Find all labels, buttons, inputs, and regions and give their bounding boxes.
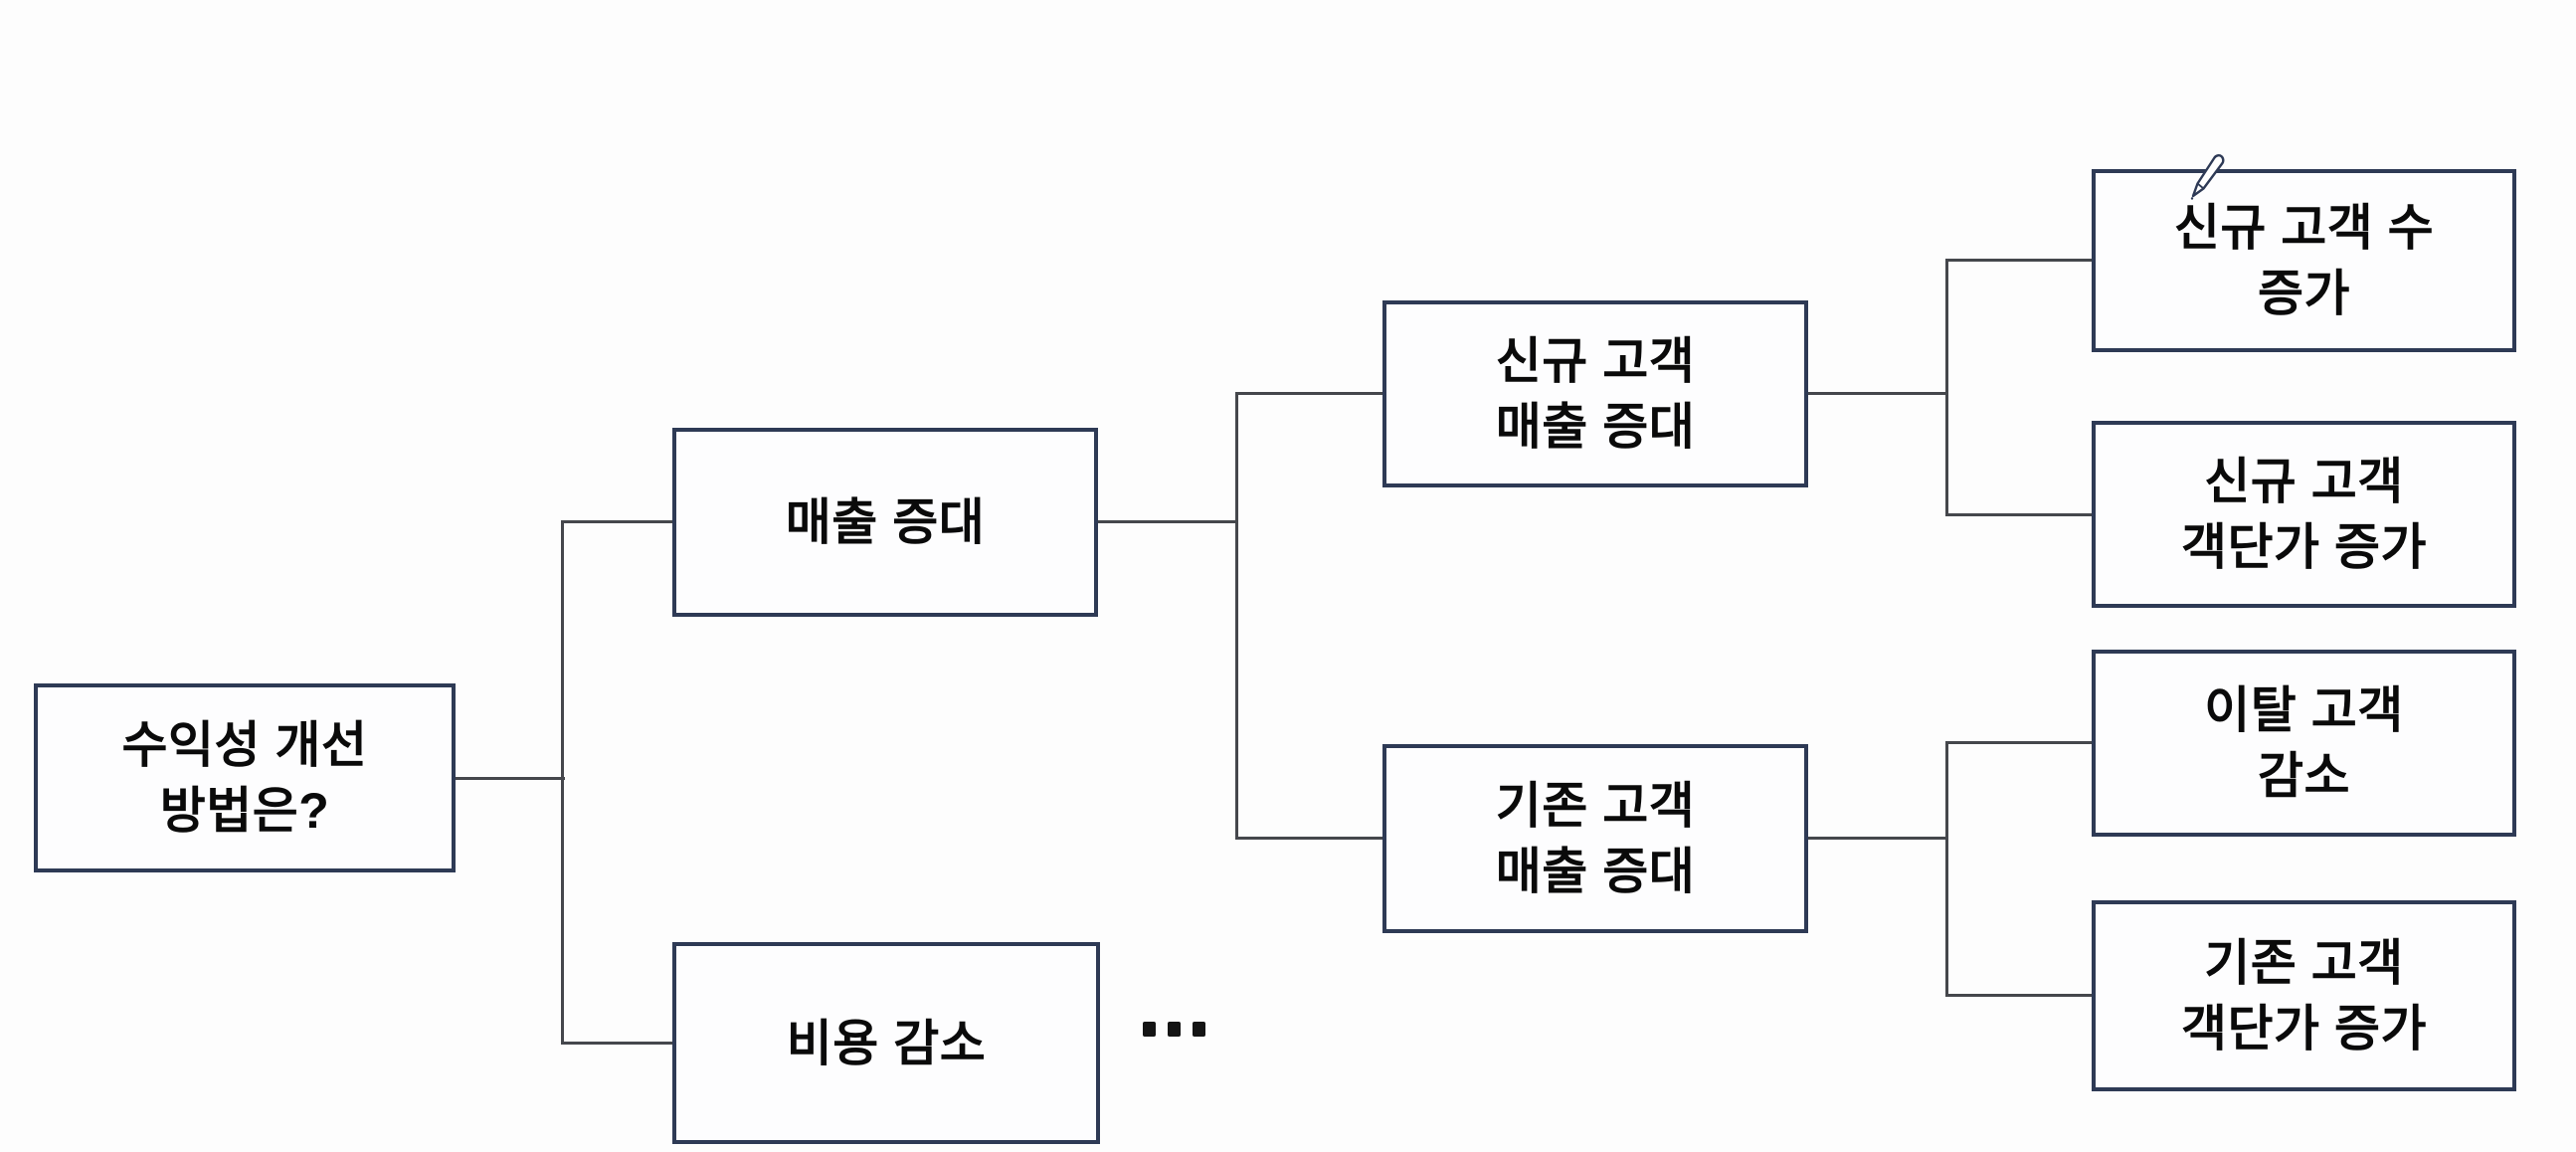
connector-root-to-revenue (561, 520, 674, 523)
node-existing-customer-revenue[interactable]: 기존 고객 매출 증대 (1382, 744, 1808, 933)
pencil-cursor-icon (2190, 154, 2225, 200)
node-label: 수익성 개선 방법은? (121, 717, 368, 839)
node-label: 이탈 고객 감소 (2204, 682, 2404, 804)
connector-to-churn-reduction (1945, 741, 2094, 744)
connector-to-new-cust-count (1945, 259, 2094, 262)
connector-to-exist-cust-spend (1945, 994, 2094, 997)
node-new-customer-revenue[interactable]: 신규 고객 매출 증대 (1382, 300, 1808, 487)
node-label: 신규 고객 매출 증대 (1495, 333, 1696, 455)
connector-to-new-cust-spend (1945, 513, 2094, 516)
connector-new-cust-stub (1808, 392, 1947, 395)
connector-exist-cust-stub (1808, 837, 1947, 840)
node-label: 기존 고객 매출 증대 (1495, 778, 1696, 899)
connector-root-to-cost (561, 1042, 674, 1045)
node-existing-customer-spend-increase[interactable]: 기존 고객 객단가 증가 (2092, 900, 2516, 1091)
node-label: 기존 고객 객단가 증가 (2181, 935, 2427, 1056)
node-label: 매출 증대 (785, 494, 986, 550)
ellipsis-more-indicator (1143, 1022, 1205, 1037)
connector-revenue-to-new-customer (1235, 392, 1384, 395)
node-cost-reduction[interactable]: 비용 감소 (672, 942, 1100, 1144)
node-new-customer-count-increase[interactable]: 신규 고객 수 증가 (2092, 169, 2516, 352)
node-churned-customer-reduction[interactable]: 이탈 고객 감소 (2092, 650, 2516, 837)
node-label: 신규 고객 객단가 증가 (2181, 454, 2427, 575)
node-root-question[interactable]: 수익성 개선 방법은? (34, 683, 456, 872)
node-label: 신규 고객 수 증가 (2173, 200, 2435, 321)
connector-exist-cust-bracket (1945, 741, 1948, 997)
connector-revenue-bracket (1235, 392, 1238, 840)
node-label: 비용 감소 (786, 1015, 987, 1071)
connector-revenue-stub (1098, 520, 1237, 523)
ellipsis-dot (1143, 1022, 1156, 1037)
node-revenue-increase[interactable]: 매출 증대 (672, 428, 1098, 617)
node-new-customer-spend-increase[interactable]: 신규 고객 객단가 증가 (2092, 421, 2516, 608)
connector-root-bracket (561, 520, 564, 1045)
connector-root-stub (456, 777, 565, 780)
ellipsis-dot (1193, 1022, 1205, 1037)
connector-revenue-to-existing-customer (1235, 837, 1384, 840)
ellipsis-dot (1168, 1022, 1181, 1037)
connector-new-cust-bracket (1945, 259, 1948, 516)
